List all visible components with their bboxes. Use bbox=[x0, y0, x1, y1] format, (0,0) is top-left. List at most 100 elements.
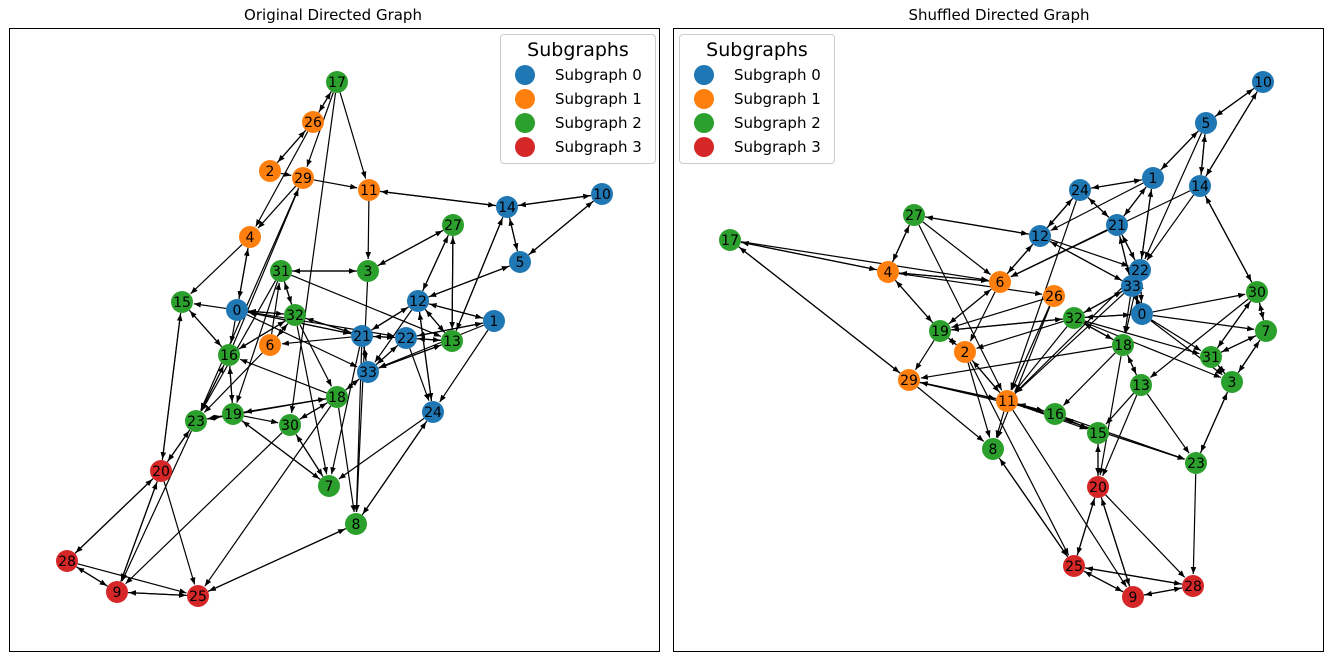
legend-marker-icon bbox=[694, 65, 714, 85]
node-circle bbox=[279, 414, 301, 436]
edge-0-30 bbox=[1152, 292, 1246, 313]
node-11: 11 bbox=[996, 390, 1018, 412]
node-label: 11 bbox=[998, 394, 1016, 410]
node-14: 14 bbox=[1189, 175, 1211, 197]
node-label: 19 bbox=[224, 407, 242, 423]
node-31: 31 bbox=[270, 260, 292, 282]
node-label: 15 bbox=[173, 295, 191, 311]
node-1: 1 bbox=[483, 310, 505, 332]
edge-19-30 bbox=[243, 415, 279, 425]
node-circle bbox=[357, 361, 379, 383]
node-circle bbox=[898, 369, 920, 391]
node-label: 1 bbox=[1149, 171, 1158, 187]
node-3: 3 bbox=[357, 260, 379, 282]
node-12: 12 bbox=[407, 290, 429, 312]
edge-18-20 bbox=[1098, 355, 1122, 476]
edge-25-8 bbox=[999, 458, 1069, 558]
edge-11-2 bbox=[972, 360, 1001, 394]
node-9: 9 bbox=[106, 581, 128, 603]
edge-15-16 bbox=[1065, 418, 1089, 430]
node-label: 22 bbox=[397, 331, 415, 347]
edge-1-12 bbox=[429, 303, 484, 319]
node-label: 6 bbox=[996, 275, 1005, 291]
node-16: 16 bbox=[1044, 403, 1066, 425]
node-circle bbox=[442, 214, 464, 236]
node-label: 10 bbox=[1254, 75, 1272, 91]
node-label: 33 bbox=[359, 365, 377, 381]
edge-29-4 bbox=[257, 185, 297, 229]
edge-5-22 bbox=[1144, 132, 1203, 260]
node-23: 23 bbox=[1185, 452, 1207, 474]
node-2: 2 bbox=[259, 160, 281, 182]
node-circle bbox=[1142, 167, 1164, 189]
node-label: 3 bbox=[364, 264, 373, 280]
edge-27-6 bbox=[922, 221, 991, 276]
edge-2-19 bbox=[948, 338, 957, 346]
node-circle bbox=[591, 183, 613, 205]
node-circle bbox=[903, 204, 925, 226]
legend-label: Subgraph 1 bbox=[734, 90, 821, 108]
node-circle bbox=[441, 330, 463, 352]
node-label: 3 bbox=[1228, 375, 1237, 391]
node-25: 25 bbox=[1063, 555, 1085, 577]
node-label: 18 bbox=[328, 390, 346, 406]
edge-0-15 bbox=[193, 301, 227, 310]
edge-28-20 bbox=[74, 478, 153, 554]
node-label: 6 bbox=[266, 338, 275, 354]
edge-25-9 bbox=[128, 590, 188, 597]
edge-30-14 bbox=[1205, 196, 1253, 283]
node-27: 27 bbox=[442, 214, 464, 236]
edge-32-3 bbox=[1083, 321, 1222, 379]
node-label: 18 bbox=[1114, 338, 1132, 354]
edge-10-5 bbox=[528, 200, 594, 255]
node-circle bbox=[719, 229, 741, 251]
edge-12-27 bbox=[422, 235, 449, 292]
node-label: 9 bbox=[113, 585, 122, 601]
edge-32-31 bbox=[284, 282, 293, 305]
edge-6-31 bbox=[271, 282, 281, 335]
edge-21-1 bbox=[1123, 187, 1147, 217]
edge-13-22 bbox=[417, 336, 442, 343]
node-circle bbox=[1221, 371, 1243, 393]
node-circle bbox=[292, 167, 314, 189]
edge-19-32 bbox=[950, 317, 1063, 331]
edge-9-28 bbox=[1143, 586, 1182, 596]
edge-15-16 bbox=[188, 309, 222, 347]
node-circle bbox=[106, 581, 128, 603]
edge-17-30 bbox=[289, 92, 337, 414]
node-28: 28 bbox=[1182, 575, 1204, 597]
edge-32-0 bbox=[1084, 312, 1131, 318]
node-circle bbox=[226, 299, 248, 321]
edge-11-3 bbox=[365, 200, 372, 260]
node-label: 16 bbox=[220, 348, 238, 364]
node-label: 23 bbox=[187, 414, 205, 430]
node-circle bbox=[358, 179, 380, 201]
edge-22-21 bbox=[1121, 235, 1136, 261]
node-7: 7 bbox=[318, 475, 340, 497]
node-5: 5 bbox=[509, 251, 531, 273]
node-label: 24 bbox=[424, 405, 442, 421]
edge-26-8 bbox=[996, 305, 1051, 439]
node-circle bbox=[318, 475, 340, 497]
node-6: 6 bbox=[259, 334, 281, 356]
edge-19-23 bbox=[207, 414, 223, 421]
node-label: 27 bbox=[444, 218, 462, 234]
node-circle bbox=[222, 403, 244, 425]
edge-22-21 bbox=[373, 334, 396, 340]
edge-1-22 bbox=[417, 322, 484, 338]
edge-3-27 bbox=[377, 230, 443, 267]
node-label: 23 bbox=[1187, 456, 1205, 472]
node-circle bbox=[1087, 422, 1109, 444]
edge-12-5 bbox=[428, 265, 510, 298]
edge-6-4 bbox=[899, 270, 990, 282]
edge-33-11 bbox=[1015, 293, 1125, 394]
edge-26-4 bbox=[255, 131, 309, 227]
node-circle bbox=[1200, 346, 1222, 368]
node-circle bbox=[1063, 307, 1085, 329]
legend-title: Subgraphs bbox=[527, 39, 629, 61]
node-9: 9 bbox=[1122, 586, 1144, 608]
node-0: 0 bbox=[226, 299, 248, 321]
